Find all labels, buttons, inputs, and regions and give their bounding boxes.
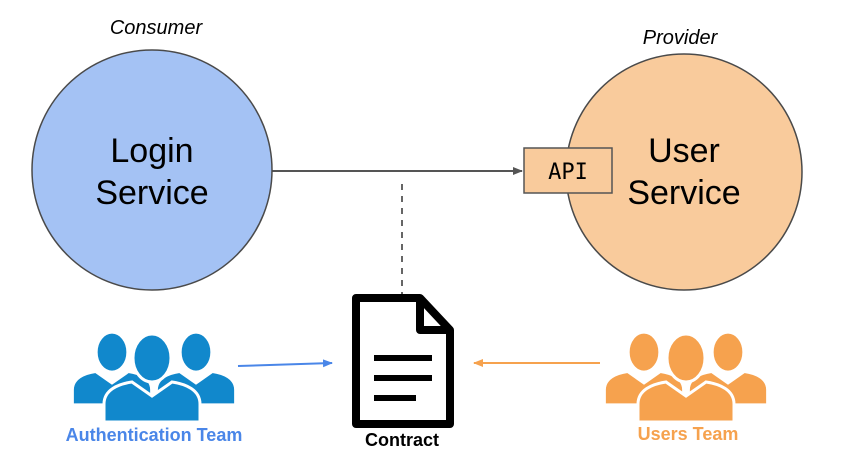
api-endpoint: API xyxy=(523,147,613,194)
users-team-icon xyxy=(603,331,769,424)
provider-name-line1: User xyxy=(648,132,720,170)
api-label: API xyxy=(548,160,588,185)
provider-node: User Service xyxy=(565,53,803,291)
authentication-to-contract-arrow xyxy=(237,359,333,368)
consumer-node: Login Service xyxy=(31,49,273,291)
authentication-team-icon xyxy=(71,331,237,424)
users-team-label: Users Team xyxy=(638,424,739,444)
provider-name-line2: Service xyxy=(627,174,740,212)
consumer-role-label: Consumer xyxy=(110,17,204,39)
authentication-team-label: Authentication Team xyxy=(66,425,243,445)
api-box xyxy=(523,147,613,194)
consumer-name-line1: Login xyxy=(110,132,193,170)
contract-label: Contract xyxy=(365,430,439,450)
consumer-circle xyxy=(31,49,273,291)
consumer-name-line2: Service xyxy=(95,174,208,212)
provider-role-label: Provider xyxy=(643,27,719,49)
document-icon xyxy=(352,294,454,428)
